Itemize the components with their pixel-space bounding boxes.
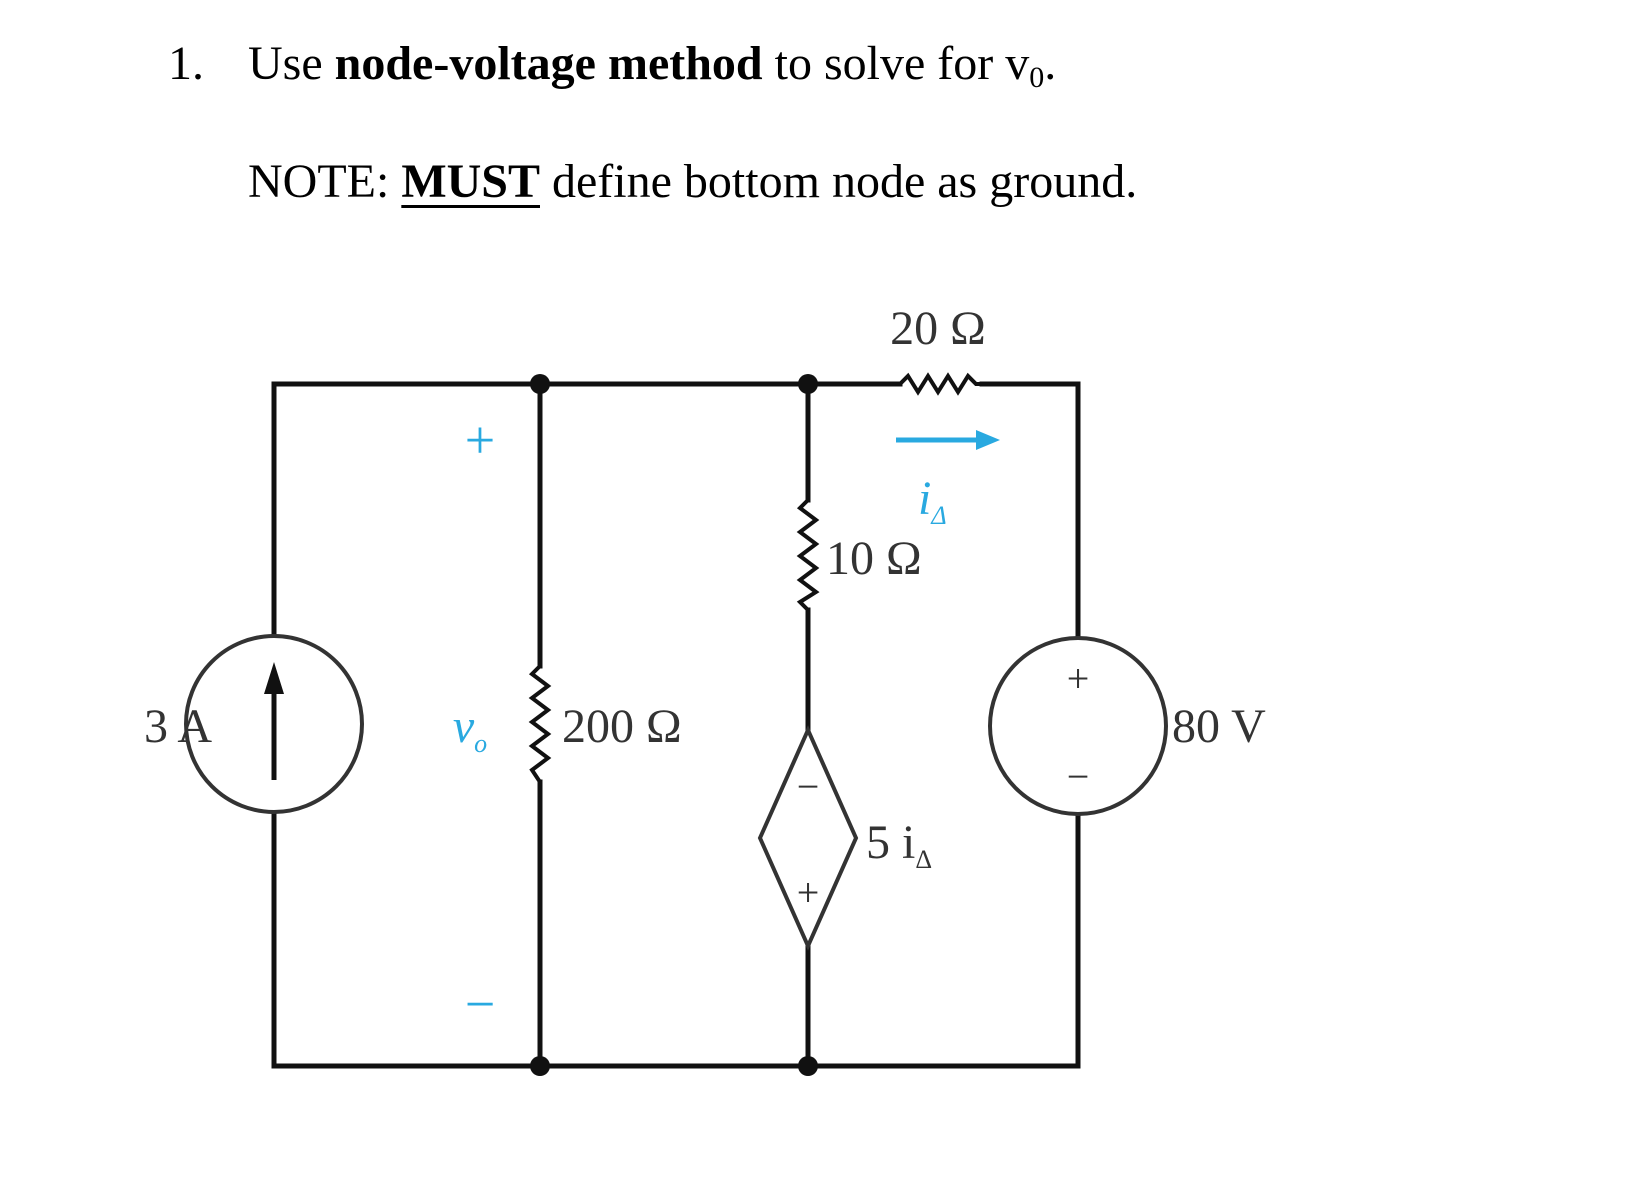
current-arrow — [896, 430, 1000, 450]
dep-source-plus-sign: + — [797, 870, 820, 915]
vsource-minus-sign: − — [1067, 754, 1090, 799]
label-10-ohm: 10 Ω — [826, 532, 922, 585]
dependent-voltage-source: − + — [757, 725, 859, 951]
note-rest: define bottom node as ground. — [540, 155, 1138, 208]
label-20-ohm: 20 Ω — [890, 302, 986, 355]
dep-source-subscript: Δ — [915, 845, 932, 874]
label-vo: vo — [453, 700, 487, 758]
note-prefix: NOTE: — [248, 155, 402, 208]
note-emphasis: MUST — [401, 155, 540, 208]
current-label-text: i — [918, 472, 931, 525]
problem-period: . — [1044, 37, 1057, 90]
resistor-10-ohm — [796, 498, 820, 612]
current-source-3a — [184, 634, 364, 814]
label-current-i-delta: iΔ — [918, 472, 947, 530]
dep-source-text: 5 i — [866, 816, 915, 869]
current-label-subscript: Δ — [930, 501, 946, 530]
vo-label-subscript: o — [474, 729, 487, 758]
voltage-source-80v: + − — [988, 636, 1168, 816]
vo-minus-sign: − — [465, 974, 495, 1034]
problem-number: 1. — [168, 37, 204, 90]
label-200-ohm: 200 Ω — [562, 700, 682, 753]
node-dot-bottom-1 — [530, 1056, 550, 1076]
dep-source-minus-sign: − — [797, 764, 820, 809]
node-dot-bottom-2 — [798, 1056, 818, 1076]
label-dependent-source: 5 iΔ — [866, 816, 932, 874]
label-80v: 80 V — [1172, 700, 1266, 753]
vsource-plus-sign: + — [1067, 656, 1090, 701]
problem-method-bold: node-voltage method — [334, 37, 763, 90]
vo-plus-sign: + — [465, 410, 495, 470]
vo-label-text: v — [453, 700, 475, 753]
note-line: NOTE: MUST define bottom node as ground. — [248, 158, 1137, 206]
resistor-20-ohm — [898, 372, 982, 396]
problem-text-after: to solve for v — [762, 37, 1030, 90]
label-3a: 3 A — [144, 700, 212, 753]
problem-text-before: Use — [248, 37, 335, 90]
problem-statement: 1. Use node-voltage method to solve for v… — [168, 37, 1057, 93]
problem-subscript: 0 — [1029, 61, 1045, 94]
node-dot-top-1 — [530, 374, 550, 394]
node-dot-top-2 — [798, 374, 818, 394]
resistor-200-ohm — [528, 664, 552, 784]
